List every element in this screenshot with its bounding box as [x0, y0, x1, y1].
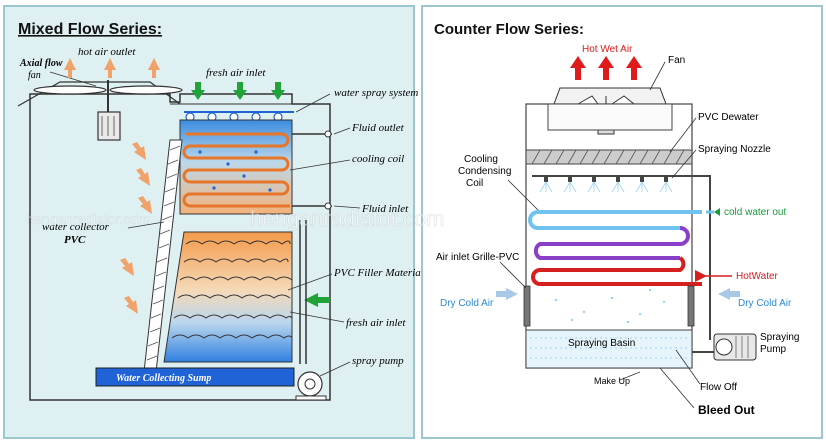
- left-panel-background: [3, 5, 415, 439]
- fan-deck: [547, 103, 673, 131]
- hot-water-label: HotWater: [736, 271, 779, 282]
- spraying-basin: [525, 329, 693, 369]
- dry-cold-air-left-label: Dry Cold Air: [440, 298, 494, 309]
- coil-label-line2: Condensing: [458, 166, 511, 177]
- tower-outline: [29, 93, 331, 401]
- hot-wet-air-label: Hot Wet Air: [582, 44, 633, 55]
- fresh-air-inlet-bottom-label: fresh air inlet: [346, 317, 406, 329]
- fresh-air-inlet-top-arrows: [191, 82, 285, 100]
- air-inlet-grille-label: Air inlet Grille-PVC: [436, 252, 519, 263]
- spraying-basin-label: Spraying Basin: [568, 338, 635, 349]
- axial-fan-icon: [33, 80, 183, 141]
- spray-pump-label: spray pump: [352, 355, 404, 367]
- spray-pump-icon: [295, 371, 327, 401]
- spraying-nozzles: [544, 176, 668, 182]
- coil-droplets: [198, 150, 272, 192]
- water-collector-label-line1: water collector: [42, 221, 110, 233]
- mixed-flow-title: Mixed Flow Series:: [18, 21, 162, 38]
- hot-air-outlet-arrows: [64, 58, 160, 78]
- spraying-pump-label-line2: Pump: [760, 344, 787, 355]
- air-inlet-grille-left: [523, 285, 531, 327]
- counter-flow-panel: Counter Flow Series: Hot Wet Air Fan: [421, 5, 823, 439]
- pvc-dewater-label: PVC Dewater: [698, 112, 759, 123]
- fan-label: Fan: [668, 55, 685, 66]
- coil-label-line3: Coil: [466, 178, 483, 189]
- falling-droplets: [554, 288, 666, 324]
- fluid-inlet-label: Fluid inlet: [361, 203, 409, 215]
- water-collecting-sump-label: Water Collecting Sump: [116, 373, 211, 384]
- coil-label-line1: Cooling: [464, 154, 498, 165]
- pvc-filler-label: PVC Filler Material: [333, 267, 424, 279]
- water-spray-system-label: water spray system: [334, 87, 418, 99]
- cooling-coil-label: cooling coil: [352, 153, 404, 165]
- water-collecting-sump: [95, 367, 295, 387]
- air-inlet-arrows-left: [120, 142, 152, 314]
- bleed-out-label: Bleed Out: [698, 403, 755, 417]
- watermark-right: henganradiator.com: [250, 206, 444, 231]
- condensing-coil: [528, 210, 702, 286]
- air-inlet-grille-right: [687, 285, 695, 327]
- fan-label-line1: Axial flow: [19, 58, 63, 69]
- fluid-outlet-label: Fluid outlet: [351, 122, 405, 134]
- fresh-air-inlet-bottom-arrow: [304, 293, 330, 307]
- hot-air-outlet-label: hot air outlet: [78, 46, 136, 58]
- pvc-dewater: [525, 149, 693, 165]
- dry-cold-air-right-label: Dry Cold Air: [738, 298, 792, 309]
- hot-wet-air-arrows: [570, 56, 642, 80]
- spraying-pump-label-line1: Spraying: [760, 332, 799, 343]
- cold-water-out-label: cold water out: [724, 207, 786, 218]
- cooling-coil: [182, 132, 290, 208]
- spraying-nozzle-label: Spraying Nozzle: [698, 144, 771, 155]
- make-up-label: Make Up: [594, 376, 630, 386]
- dry-cold-air-arrow-right: [718, 288, 740, 300]
- fan-label-line2: fan: [28, 70, 41, 81]
- watermark-left: henganradiator.com: [26, 211, 150, 227]
- fan-housing: [553, 87, 667, 105]
- right-panel-background: [421, 5, 823, 439]
- counter-flow-title: Counter Flow Series:: [434, 21, 584, 38]
- dry-cold-air-arrow-left: [496, 288, 518, 300]
- fresh-air-inlet-top-label: fresh air inlet: [206, 67, 266, 79]
- water-collector-label-line2: PVC: [64, 234, 86, 246]
- spraying-pump-icon: [713, 333, 757, 361]
- filler-waves: [171, 240, 293, 339]
- coil-section: [179, 119, 293, 215]
- flow-off-label: Flow Off: [700, 382, 737, 393]
- mixed-flow-panel: Mixed Flow Series: Axial flow fan hot ai…: [3, 5, 424, 439]
